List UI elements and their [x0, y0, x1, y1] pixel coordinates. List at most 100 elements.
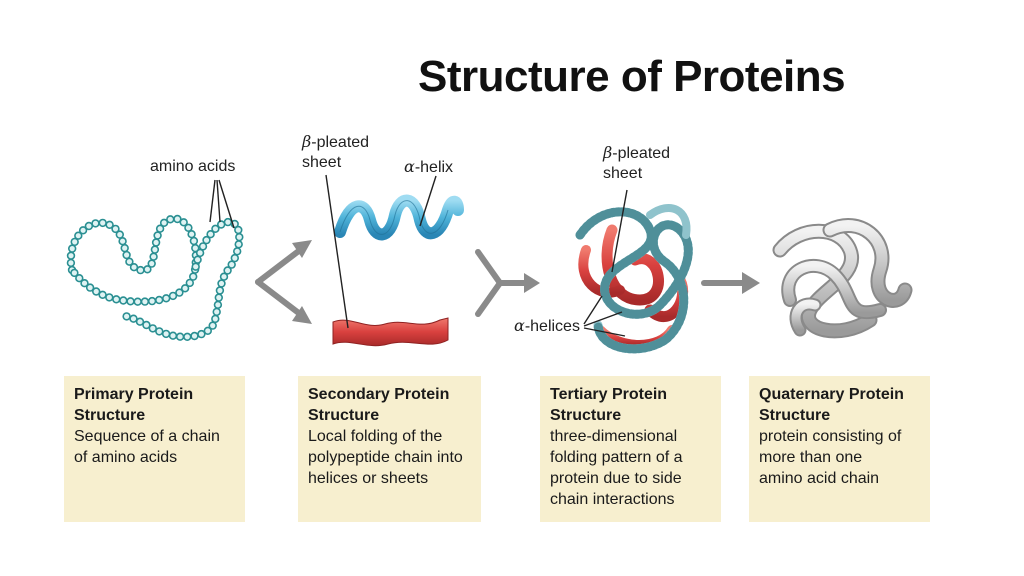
amino-acid-bead — [195, 248, 205, 258]
amino-acid-bead — [133, 297, 142, 306]
amino-acid-bead — [202, 235, 211, 245]
amino-acid-bead — [211, 314, 220, 324]
amino-acid-bead — [211, 224, 220, 234]
amino-acid-bead — [147, 259, 156, 268]
amino-acid-bead — [153, 231, 162, 240]
amino-acid-bead — [111, 224, 120, 234]
box-desc: polypeptide chain into — [308, 449, 463, 466]
amino-acid-bead — [189, 236, 199, 246]
merge-arrow-head — [524, 273, 540, 293]
amino-acid-bead — [223, 217, 233, 227]
amino-acid-bead — [105, 293, 114, 302]
box-quaternary-structure: Quaternary Protein Structure protein con… — [749, 376, 930, 522]
box-secondary-structure: Secondary Protein Structure Local foldin… — [298, 376, 481, 522]
amino-acid-bead — [179, 218, 188, 227]
box-title: Tertiary Protein — [550, 386, 668, 403]
amino-acid-bead — [136, 265, 145, 275]
amino-acid-bead — [219, 272, 229, 281]
amino-acid-bead — [161, 329, 171, 339]
amino-acid-bead — [193, 255, 202, 264]
amino-acid-bead — [70, 268, 79, 278]
amino-acid-bead — [213, 300, 223, 309]
primary-bead-chain — [66, 214, 244, 341]
label-alpha-helix: α-helix — [404, 157, 454, 176]
amino-acid-bead — [234, 240, 243, 249]
box-desc: Sequence of a chain — [74, 428, 220, 445]
amino-acid-bead — [148, 324, 158, 333]
amino-acid-bead — [230, 253, 240, 263]
amino-acid-bead — [203, 326, 213, 335]
tertiary-structure — [575, 203, 693, 354]
label-beta-pleated-sheet-2: β-pleated sheet — [603, 143, 671, 182]
box-primary-structure: Primary Protein Structure Sequence of a … — [64, 376, 245, 522]
box-desc: three-dimensional — [550, 428, 678, 445]
page-title: Structure of Proteins — [418, 52, 846, 101]
amino-acid-bead — [197, 329, 206, 339]
box-desc: protein due to side — [550, 470, 682, 487]
amino-acid-bead — [155, 224, 165, 233]
box-desc: helices or sheets — [308, 470, 429, 487]
amino-acid-bead — [198, 242, 208, 251]
amino-acid-bead — [91, 219, 100, 228]
alpha-helix-ribbon — [334, 194, 464, 241]
amino-acid-bead — [66, 251, 76, 260]
amino-acid-bead — [189, 272, 198, 281]
amino-acid-bead — [233, 247, 242, 256]
box-title: Secondary Protein — [308, 386, 450, 403]
box-desc: of amino acids — [74, 449, 178, 466]
amino-acid-bead — [122, 312, 131, 321]
amino-acid-bead — [66, 258, 76, 268]
amino-acid-bead — [105, 220, 114, 230]
amino-acid-bead — [214, 293, 224, 302]
box-desc: amino acid chain — [759, 470, 880, 487]
fork-arrow-1-head-up — [292, 240, 312, 258]
amino-acid-bead — [173, 214, 182, 224]
amino-acid-bead — [78, 226, 88, 235]
quaternary-structure — [772, 218, 913, 339]
amino-acid-bead — [80, 279, 89, 288]
amino-acid-bead — [135, 317, 145, 326]
amino-acid-bead — [91, 287, 101, 296]
amino-acid-bead — [162, 294, 171, 303]
merge-arrow — [475, 249, 529, 317]
beta-sheet-ribbon — [332, 317, 449, 347]
box-desc: more than one — [759, 449, 863, 466]
amino-acid-bead — [122, 250, 131, 260]
amino-acid-bead — [175, 288, 184, 297]
label-alpha-helices: α-helices — [514, 316, 580, 335]
amino-acid-bead — [227, 260, 236, 269]
amino-acid-bead — [208, 321, 217, 330]
box-desc: protein consisting of — [759, 428, 902, 445]
amino-acid-bead — [119, 296, 128, 305]
fork-arrow-1 — [255, 247, 303, 317]
amino-acid-bead — [234, 225, 243, 235]
amino-acid-bead — [149, 252, 158, 261]
amino-acid-bead — [206, 230, 215, 239]
arrow-3 — [701, 272, 760, 294]
amino-acid-bead — [129, 263, 139, 272]
amino-acid-bead — [217, 279, 226, 288]
amino-acid-bead — [125, 257, 134, 266]
amino-acid-bead — [166, 215, 175, 224]
amino-acid-bead — [143, 265, 152, 274]
amino-acid-bead — [98, 218, 107, 228]
amino-acid-bead — [215, 286, 225, 295]
box-title: Structure — [308, 407, 380, 424]
amino-acid-bead — [120, 243, 129, 253]
amino-acid-bead — [235, 232, 244, 242]
amino-acids-pointer — [209, 179, 235, 229]
amino-acid-bead — [168, 331, 178, 340]
amino-acid-bead — [183, 332, 192, 341]
amino-acid-bead — [85, 283, 95, 292]
amino-acid-bead — [190, 331, 199, 341]
tertiary-pointers — [583, 189, 628, 337]
amino-acid-bead — [159, 218, 169, 228]
box-desc: folding pattern of a — [550, 449, 683, 466]
amino-acid-bead — [70, 237, 79, 247]
amino-acid-bead — [74, 231, 83, 240]
amino-acid-bead — [151, 238, 161, 247]
amino-acid-bead — [140, 297, 150, 306]
amino-acid-bead — [155, 295, 164, 305]
amino-acid-bead — [98, 290, 107, 299]
box-title: Structure — [759, 407, 831, 424]
